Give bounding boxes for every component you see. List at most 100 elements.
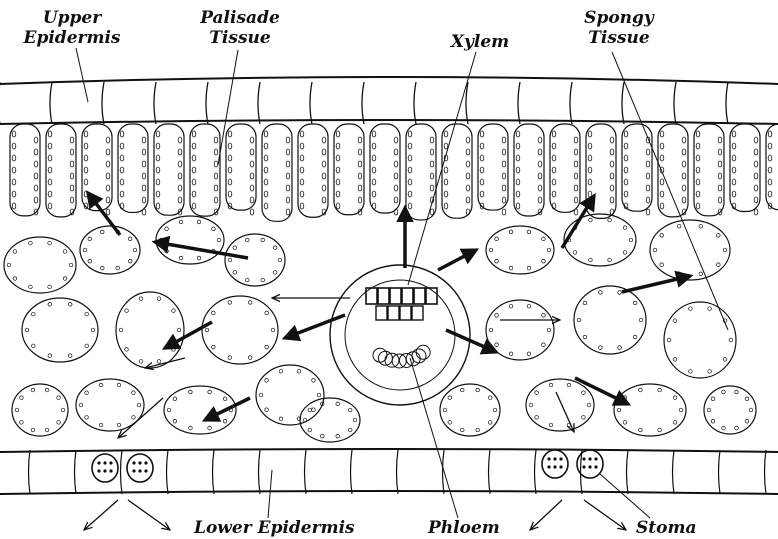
chloroplast: [217, 238, 221, 242]
chloroplast: [336, 191, 340, 197]
epidermis-cell-wall: [466, 82, 468, 124]
chloroplast: [708, 307, 712, 311]
chloroplast: [300, 203, 304, 209]
chloroplast: [48, 203, 52, 209]
chloroplast: [48, 354, 52, 358]
chloroplast: [125, 348, 129, 352]
chloroplast: [717, 263, 721, 267]
chloroplast: [48, 191, 52, 197]
chloroplast: [552, 155, 556, 161]
chloroplast: [13, 277, 17, 281]
chloroplast: [547, 465, 550, 468]
chloroplast: [233, 246, 237, 250]
chloroplast: [192, 155, 196, 161]
chloroplast: [623, 396, 627, 400]
chloroplast: [322, 197, 326, 203]
chloroplast: [228, 301, 232, 305]
chloroplast: [300, 167, 304, 173]
chloroplast: [79, 403, 83, 407]
chloroplast: [138, 461, 141, 464]
chloroplast: [214, 185, 218, 191]
chloroplast: [547, 328, 551, 332]
chloroplast: [34, 137, 38, 143]
chloroplast: [12, 179, 16, 185]
chloroplast: [629, 238, 633, 242]
chloroplast: [718, 137, 722, 143]
chloroplast: [116, 266, 120, 270]
chloroplast: [250, 197, 254, 203]
chloroplast: [85, 312, 89, 316]
chloroplast: [582, 391, 586, 395]
chloroplast: [711, 397, 715, 401]
chloroplast: [12, 203, 16, 209]
chloroplast: [84, 131, 88, 137]
chloroplast: [264, 131, 268, 137]
chloroplast: [768, 179, 772, 185]
chloroplast: [192, 131, 196, 137]
chloroplast: [172, 309, 176, 313]
spongy-cell: [116, 292, 184, 368]
chloroplast: [610, 149, 614, 155]
chloroplast: [85, 391, 89, 395]
chloroplast: [178, 197, 182, 203]
chloroplast: [502, 149, 506, 155]
epidermis-cell-wall: [102, 82, 104, 124]
label-upper-epidermis: Upper Epidermis: [22, 8, 122, 48]
chloroplast: [673, 421, 677, 425]
chloroplast: [488, 421, 492, 425]
chloroplast: [259, 393, 263, 397]
spongy-cell: [4, 237, 76, 293]
chloroplast: [408, 167, 412, 173]
chloroplast: [553, 457, 556, 460]
chloroplast: [29, 285, 33, 289]
flow-arrow: [438, 250, 476, 270]
palisade-cell: [514, 124, 544, 216]
chloroplast: [84, 179, 88, 185]
chloroplast: [749, 408, 753, 412]
chloroplast: [205, 328, 209, 332]
chloroplast: [322, 185, 326, 191]
chloroplast: [144, 461, 147, 464]
lower-epidermis-layer: [0, 449, 778, 494]
epidermis-cell-wall: [674, 82, 676, 124]
chloroplast: [248, 356, 252, 360]
chloroplast: [549, 383, 553, 387]
chloroplast: [660, 179, 664, 185]
flow-arrow: [562, 196, 594, 248]
leader-line: [600, 474, 650, 518]
chloroplast: [228, 131, 232, 137]
chloroplast: [70, 197, 74, 203]
chloroplast: [261, 238, 265, 242]
chloroplast: [677, 272, 681, 276]
chloroplast: [353, 418, 357, 422]
chloroplast: [264, 203, 268, 209]
chloroplast: [639, 428, 643, 432]
xylem-vessel: [400, 306, 411, 320]
chloroplast: [97, 469, 100, 472]
chloroplast: [173, 419, 177, 423]
chloroplast: [679, 408, 683, 412]
chloroplast: [722, 390, 726, 394]
chloroplast: [516, 167, 520, 173]
lower-epidermis-bottom-line: [0, 491, 778, 494]
chloroplast: [228, 155, 232, 161]
chloroplast: [699, 224, 703, 228]
chloroplast: [7, 263, 11, 267]
chloroplast: [228, 191, 232, 197]
chloroplast: [336, 131, 340, 137]
spongy-cell: [256, 365, 324, 425]
chloroplast: [516, 191, 520, 197]
chloroplast: [208, 390, 212, 394]
chloroplast: [577, 318, 581, 322]
leader-line: [76, 48, 88, 102]
chloroplast: [31, 388, 35, 392]
chloroplast: [768, 131, 772, 137]
chloroplast: [476, 428, 480, 432]
chloroplast: [358, 197, 362, 203]
chloroplast: [279, 417, 283, 421]
chloroplast: [223, 397, 227, 401]
chloroplast: [106, 185, 110, 191]
spongy-mesophyll-layer: [4, 214, 756, 442]
chloroplast: [265, 311, 269, 315]
chloroplast: [587, 403, 591, 407]
